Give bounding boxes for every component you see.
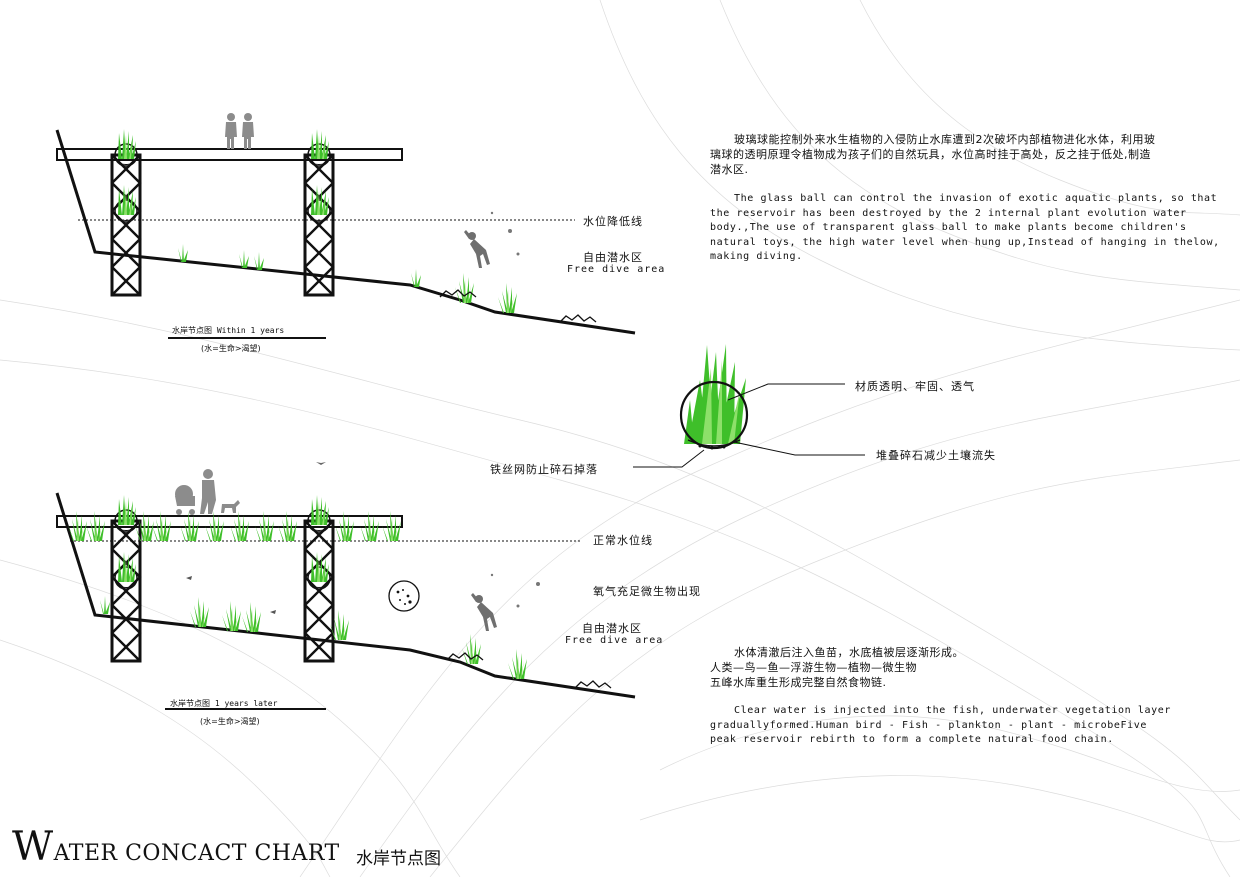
- gravel-label: 堆叠碎石减少土壤流失: [876, 449, 996, 462]
- page-title-cn: 水岸节点图: [356, 849, 441, 869]
- page-title: WATER CONCACT CHART: [12, 824, 340, 870]
- bottom-paragraph-cn-2: 人类—鸟—鱼—浮游生物—植物—微生物: [710, 661, 917, 674]
- top-paragraph-en: The glass ball can control the invasion …: [710, 193, 1220, 262]
- title-initial: W: [12, 824, 54, 870]
- top-paragraph-cn: 玻璃球能控制外来水生植物的入侵防止水库遭到2次破坏内部植物进化水体，利用玻璃球的…: [710, 133, 1156, 176]
- material-label: 材质透明、牢固、透气: [855, 380, 975, 393]
- glass-ball-detail: [633, 344, 865, 468]
- free-dive-label-en-1: Free dive area: [567, 264, 666, 275]
- bottom-paragraph-cn-1: 水体清澈后注入鱼苗，水底植被层逐渐形成。: [734, 646, 964, 659]
- free-dive-label-cn-2: 自由潜水区: [582, 622, 642, 635]
- caption-sub-1: (水=生命>渴望): [201, 344, 261, 353]
- section-1-year-later: [55, 462, 636, 710]
- bottom-paragraph-cn-3: 五峰水库重生形成完整自然食物链.: [710, 676, 887, 689]
- wire-mesh-label: 铁丝网防止碎石掉落: [490, 463, 598, 476]
- oxygen-label: 氧气充足微生物出现: [593, 585, 701, 598]
- caption-1-year-later: 水岸节点图 1 years later: [170, 699, 278, 708]
- free-dive-label-en-2: Free dive area: [565, 635, 664, 646]
- title-rest: ATER CONCACT CHART: [53, 841, 340, 866]
- section-within-1-year: [55, 113, 636, 339]
- water-lower-line-label: 水位降低线: [583, 215, 643, 228]
- caption-within-1-year: 水岸节点图 Within 1 years: [172, 326, 285, 335]
- caption-sub-2: (水=生命>渴望): [200, 717, 260, 726]
- normal-water-line-label: 正常水位线: [593, 534, 653, 547]
- free-dive-label-cn-1: 自由潜水区: [583, 251, 643, 264]
- bottom-paragraph-en: Clear water is injected into the fish, u…: [710, 705, 1171, 745]
